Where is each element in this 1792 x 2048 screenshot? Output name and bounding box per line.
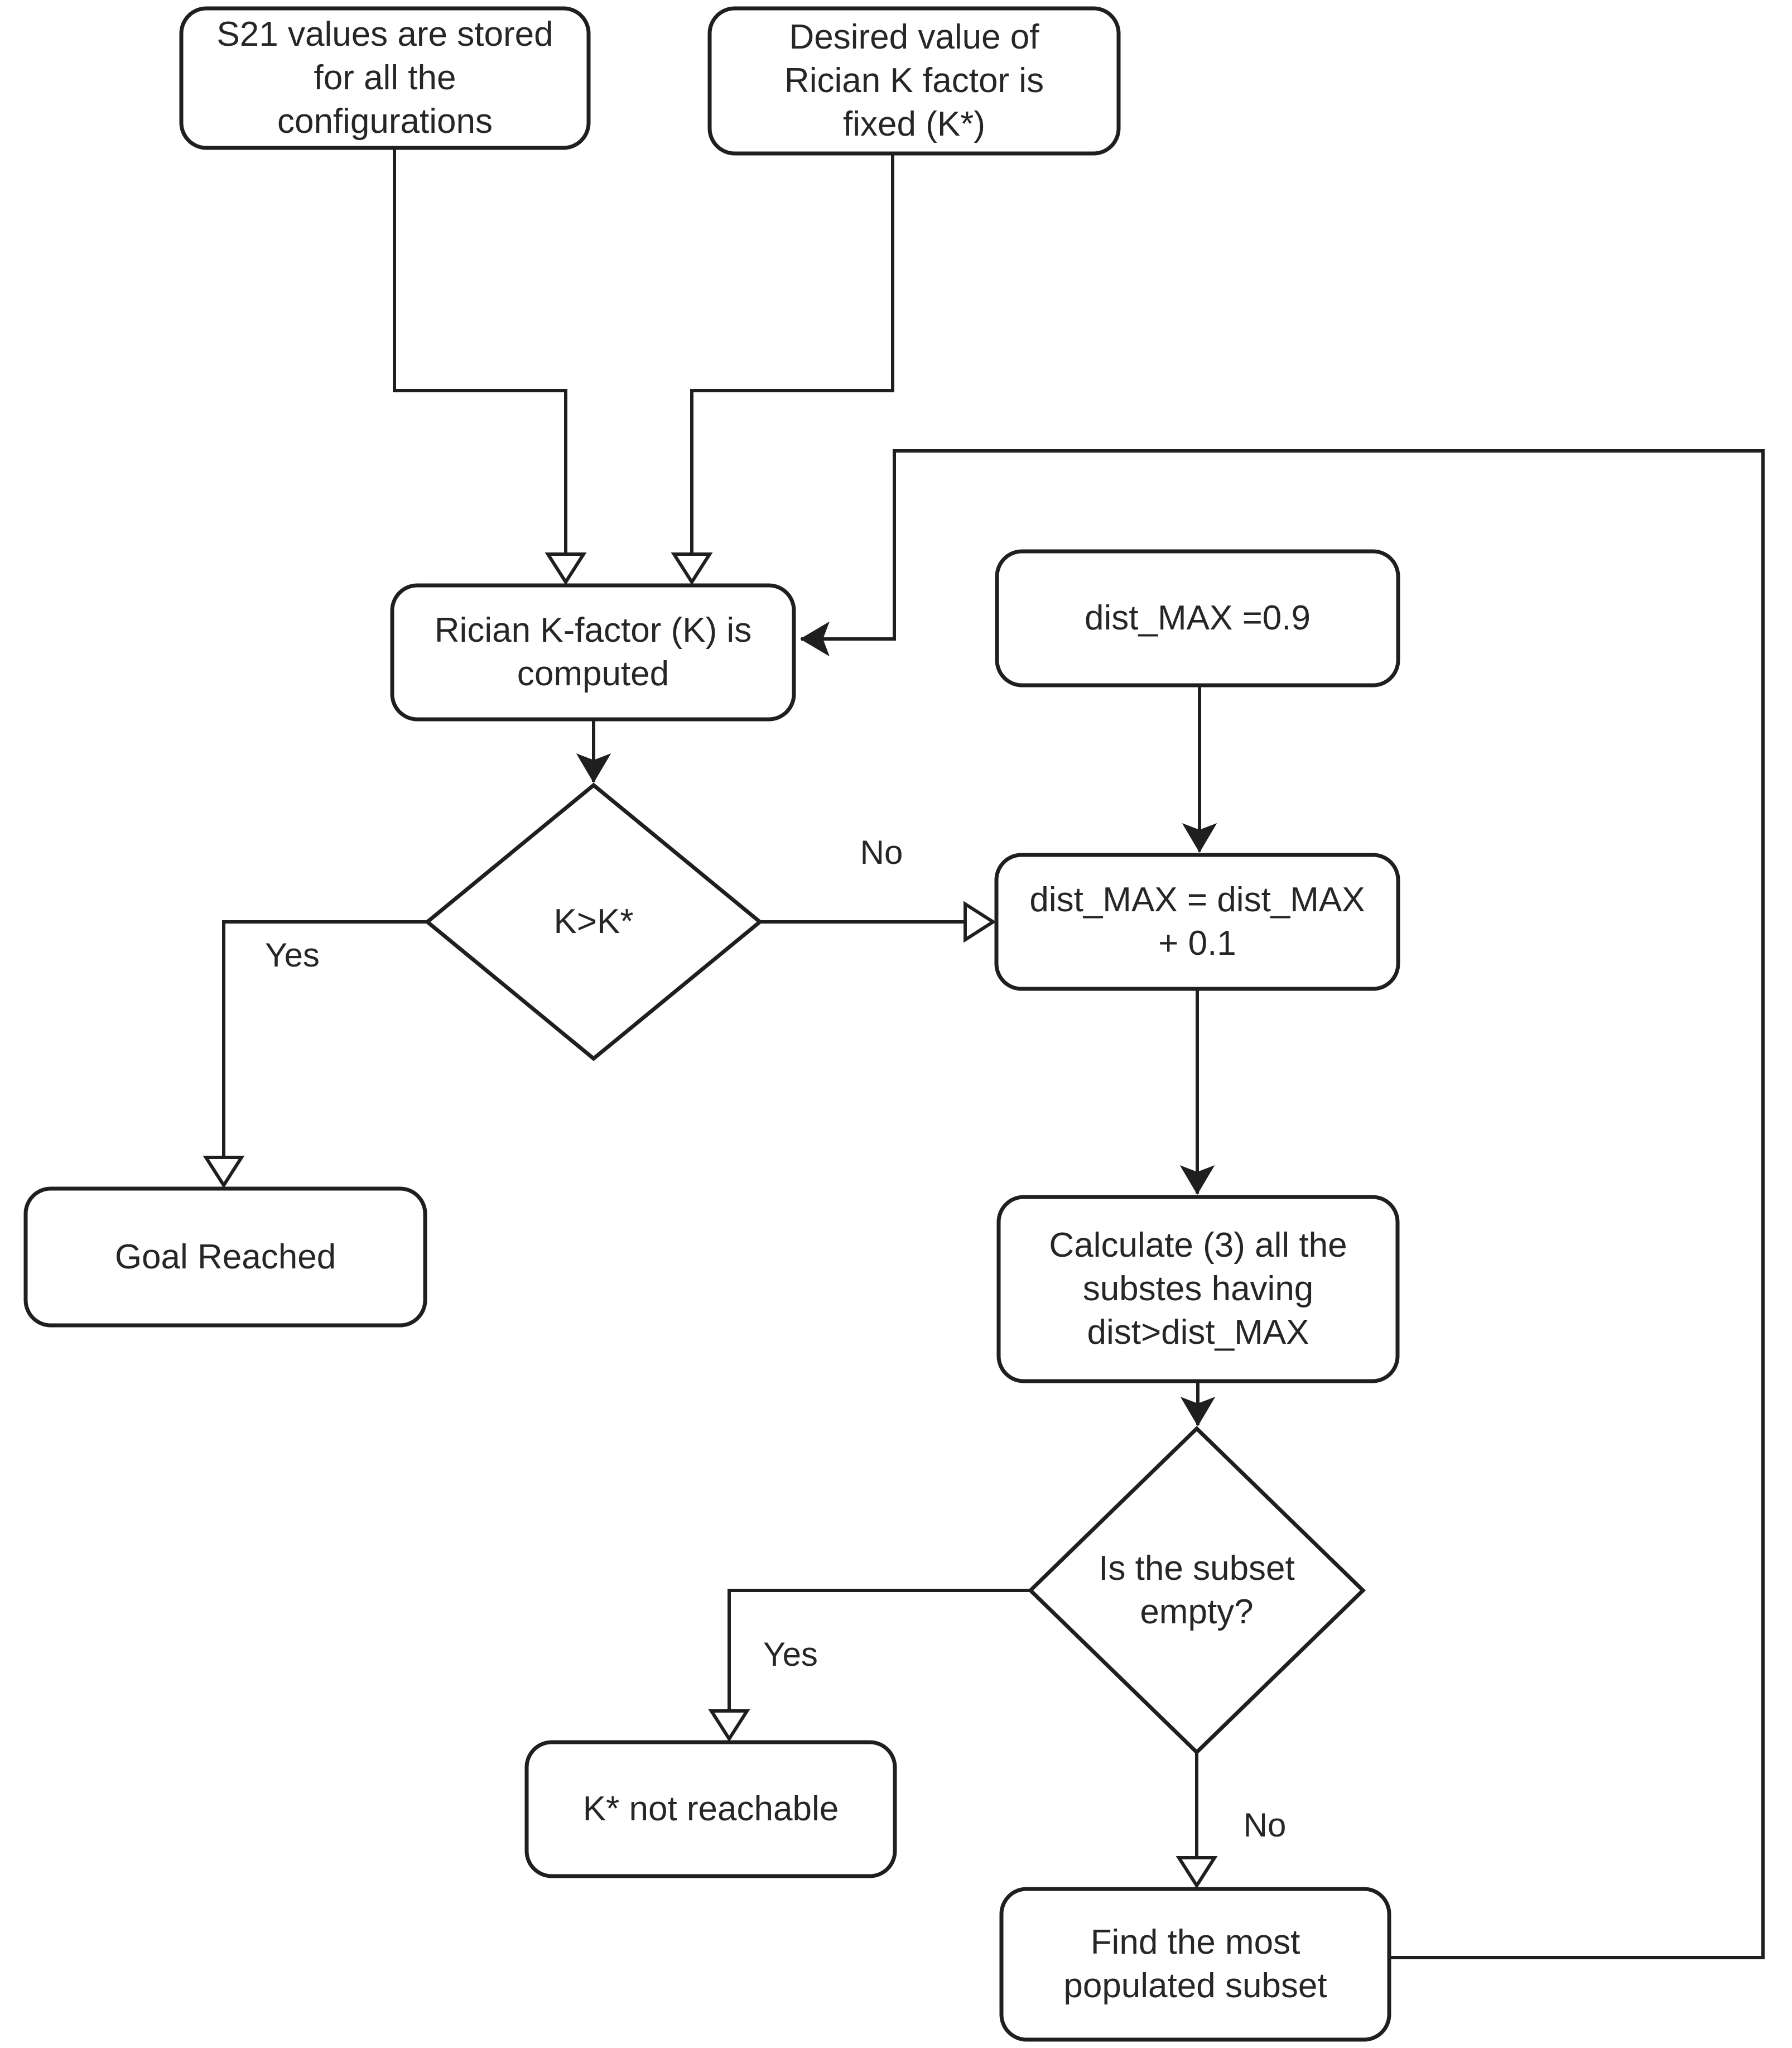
node-goal-reached-label: Goal Reached (114, 1237, 336, 1276)
node-decision-k-label: K>K* (553, 902, 634, 941)
edge-label-yes-k: Yes (265, 936, 320, 974)
node-k-not-reachable-label: K* not reachable (582, 1790, 839, 1828)
node-s21-stored-shape (179, 6, 591, 150)
connector-decision-k-yes-to-goal (203, 920, 427, 1189)
node-distmax-update-shape (994, 853, 1400, 991)
node-decision-k-shape (424, 782, 763, 1061)
edge-label-no-empty: No (1243, 1806, 1287, 1844)
connector-desired-to-compute (671, 153, 894, 585)
node-decision-empty-shape (1027, 1426, 1366, 1755)
node-distmax-init-label: dist_MAX =0.9 (1085, 599, 1311, 637)
node-find-most-populated-label: Find the most populated subset (1063, 1923, 1327, 2005)
node-calculate-subsets-shape (996, 1195, 1400, 1383)
node-decision-empty-label: Is the subset empty? (1099, 1549, 1295, 1631)
node-find-most-populated-shape (999, 1887, 1391, 2042)
edge-label-no-k: No (860, 834, 903, 871)
connector-decision-empty-yes-to-notreachable (708, 1589, 1030, 1742)
node-k-not-reachable-shape (524, 1740, 897, 1878)
node-desired-k-label: Desired value of Rician K factor is fixe… (784, 18, 1044, 143)
node-s21-stored-label: S21 values are stored for all the config… (216, 15, 553, 141)
node-distmax-update-label: dist_MAX = dist_MAX + 0.1 (1029, 881, 1365, 963)
node-desired-k-shape (707, 6, 1121, 156)
node-compute-k-label: Rician K-factor (K) is computed (434, 611, 752, 693)
connector-s21-to-compute (393, 148, 587, 585)
edge-label-yes-empty: Yes (763, 1636, 818, 1673)
node-compute-k-shape (390, 583, 796, 722)
node-goal-reached-shape (23, 1186, 427, 1328)
node-calculate-subsets-label: Calculate (3) all the substes having dis… (1049, 1226, 1347, 1352)
connector-feedback-loop-find-to-compute (800, 449, 1765, 1959)
node-distmax-init-shape (995, 549, 1400, 688)
